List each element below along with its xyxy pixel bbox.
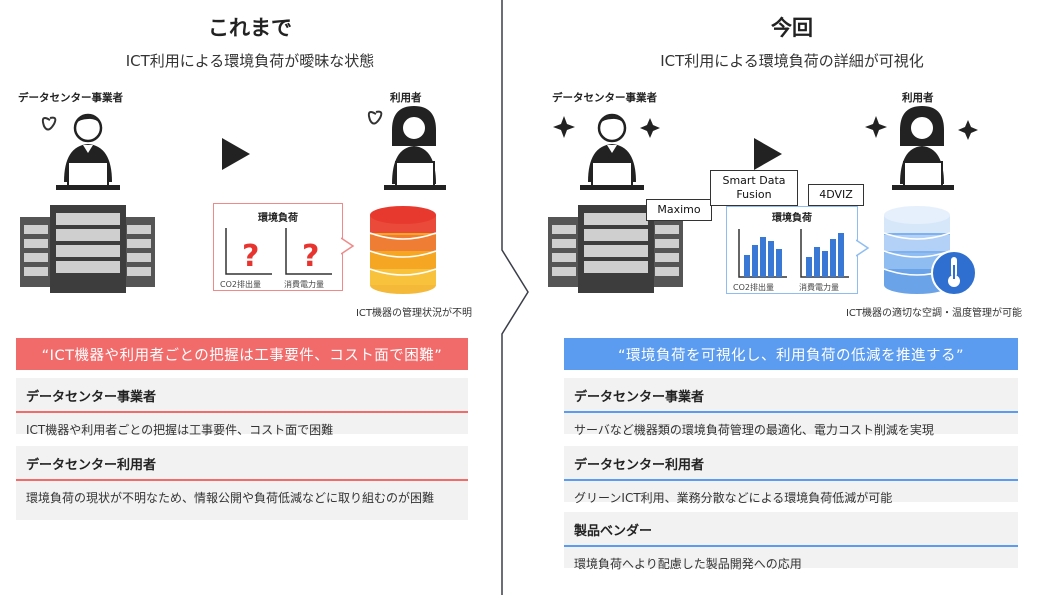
panel-divider: [501, 0, 529, 595]
right-env-box: 環境負荷 CO2排出量 消費電力量: [726, 206, 858, 294]
right-subtitle: ICT利用による環境負荷の詳細が可視化: [660, 52, 924, 70]
user-person-icon: [367, 106, 446, 190]
tool-4dviz: 4DVIZ: [808, 184, 864, 206]
operator-person-icon: [41, 113, 120, 190]
left-card-user: データセンター利用者 環境負荷の現状が不明なため、情報公開や負荷低減などに取り組…: [16, 446, 468, 520]
right-title: 今回: [771, 16, 813, 40]
right-card-user-heading: データセンター利用者: [564, 446, 1018, 481]
left-panel: これまで ICT利用による環境負荷が曖昧な状態 データセンター事業者 利用者: [0, 0, 500, 595]
left-note: ICT機器の管理状況が不明: [355, 308, 472, 319]
left-card-user-body: 環境負荷の現状が不明なため、情報公開や負荷低減などに取り組むのが困難: [26, 491, 435, 505]
flow-arrow-icon: [222, 138, 250, 170]
right-card-user: データセンター利用者 グリーンICT利用、業務分散などによる環境負荷低減が可能: [564, 446, 1018, 505]
right-note: ICT機器の適切な空調・温度管理が可能: [845, 308, 1022, 319]
unknown-charts-icon: ? ?: [225, 228, 332, 275]
operator-person-happy-icon: [553, 113, 660, 190]
tool-maximo: Maximo: [646, 199, 712, 221]
right-env-label: 環境負荷: [772, 213, 812, 224]
left-co2-label: CO2排出量: [220, 280, 261, 289]
left-card-user-heading: データセンター利用者: [16, 446, 468, 481]
server-rack-icon-right: [548, 205, 683, 293]
callout-pointer: [341, 237, 355, 255]
right-banner: “環境負荷を可視化し、利用負荷の低減を推進する”: [564, 338, 1018, 370]
left-env-box: 環境負荷 ? ? CO2排出量 消費電力量: [213, 203, 343, 291]
bar-charts-icon: [738, 229, 849, 278]
left-title: これまで: [208, 16, 292, 40]
left-card-operator: データセンター事業者 ICT機器や利用者ごとの把握は工事要件、コスト面で困難: [16, 378, 468, 437]
right-card-operator-heading: データセンター事業者: [564, 378, 1018, 413]
left-operator-label: データセンター事業者: [18, 92, 123, 104]
tool-smart-data-fusion: Smart Data Fusion: [710, 170, 798, 206]
right-user-label: 利用者: [902, 92, 934, 104]
right-panel: 今回 ICT利用による環境負荷の詳細が可視化 データセンター事業者 利用者 Ma…: [530, 0, 1054, 595]
database-blue-icon: [883, 206, 977, 296]
left-card-operator-body: ICT機器や利用者ごとの把握は工事要件、コスト面で困難: [26, 423, 334, 437]
right-card-operator: データセンター事業者 サーバなど機器類の環境負荷管理の最適化、電力コスト削減を実…: [564, 378, 1018, 437]
right-power-label: 消費電力量: [799, 283, 839, 292]
right-card-vendor-body: 環境負荷へより配慮した製品開発への応用: [574, 557, 802, 571]
question-mark-1: ?: [242, 239, 259, 274]
callout-pointer-right: [856, 239, 870, 257]
right-card-vendor-heading: 製品ベンダー: [564, 512, 1018, 547]
left-power-label: 消費電力量: [284, 280, 324, 289]
left-env-label: 環境負荷: [258, 213, 298, 224]
right-operator-label: データセンター事業者: [552, 92, 657, 104]
right-card-vendor: 製品ベンダー 環境負荷へより配慮した製品開発への応用: [564, 512, 1018, 571]
database-red-icon: [369, 206, 437, 294]
flow-arrow-icon-right: [754, 138, 782, 170]
right-card-operator-body: サーバなど機器類の環境負荷管理の最適化、電力コスト削減を実現: [574, 423, 934, 437]
left-card-operator-heading: データセンター事業者: [16, 378, 468, 413]
server-rack-icon: [20, 205, 155, 293]
right-card-user-body: グリーンICT利用、業務分散などによる環境負荷低減が可能: [574, 491, 893, 505]
left-banner: “ICT機器や利用者ごとの把握は工事要件、コスト面で困難”: [16, 338, 468, 370]
user-person-happy-icon: [865, 106, 978, 190]
left-subtitle: ICT利用による環境負荷が曖昧な状態: [125, 52, 375, 70]
left-user-label: 利用者: [390, 92, 422, 104]
right-co2-label: CO2排出量: [733, 283, 774, 292]
question-mark-2: ?: [302, 239, 319, 274]
